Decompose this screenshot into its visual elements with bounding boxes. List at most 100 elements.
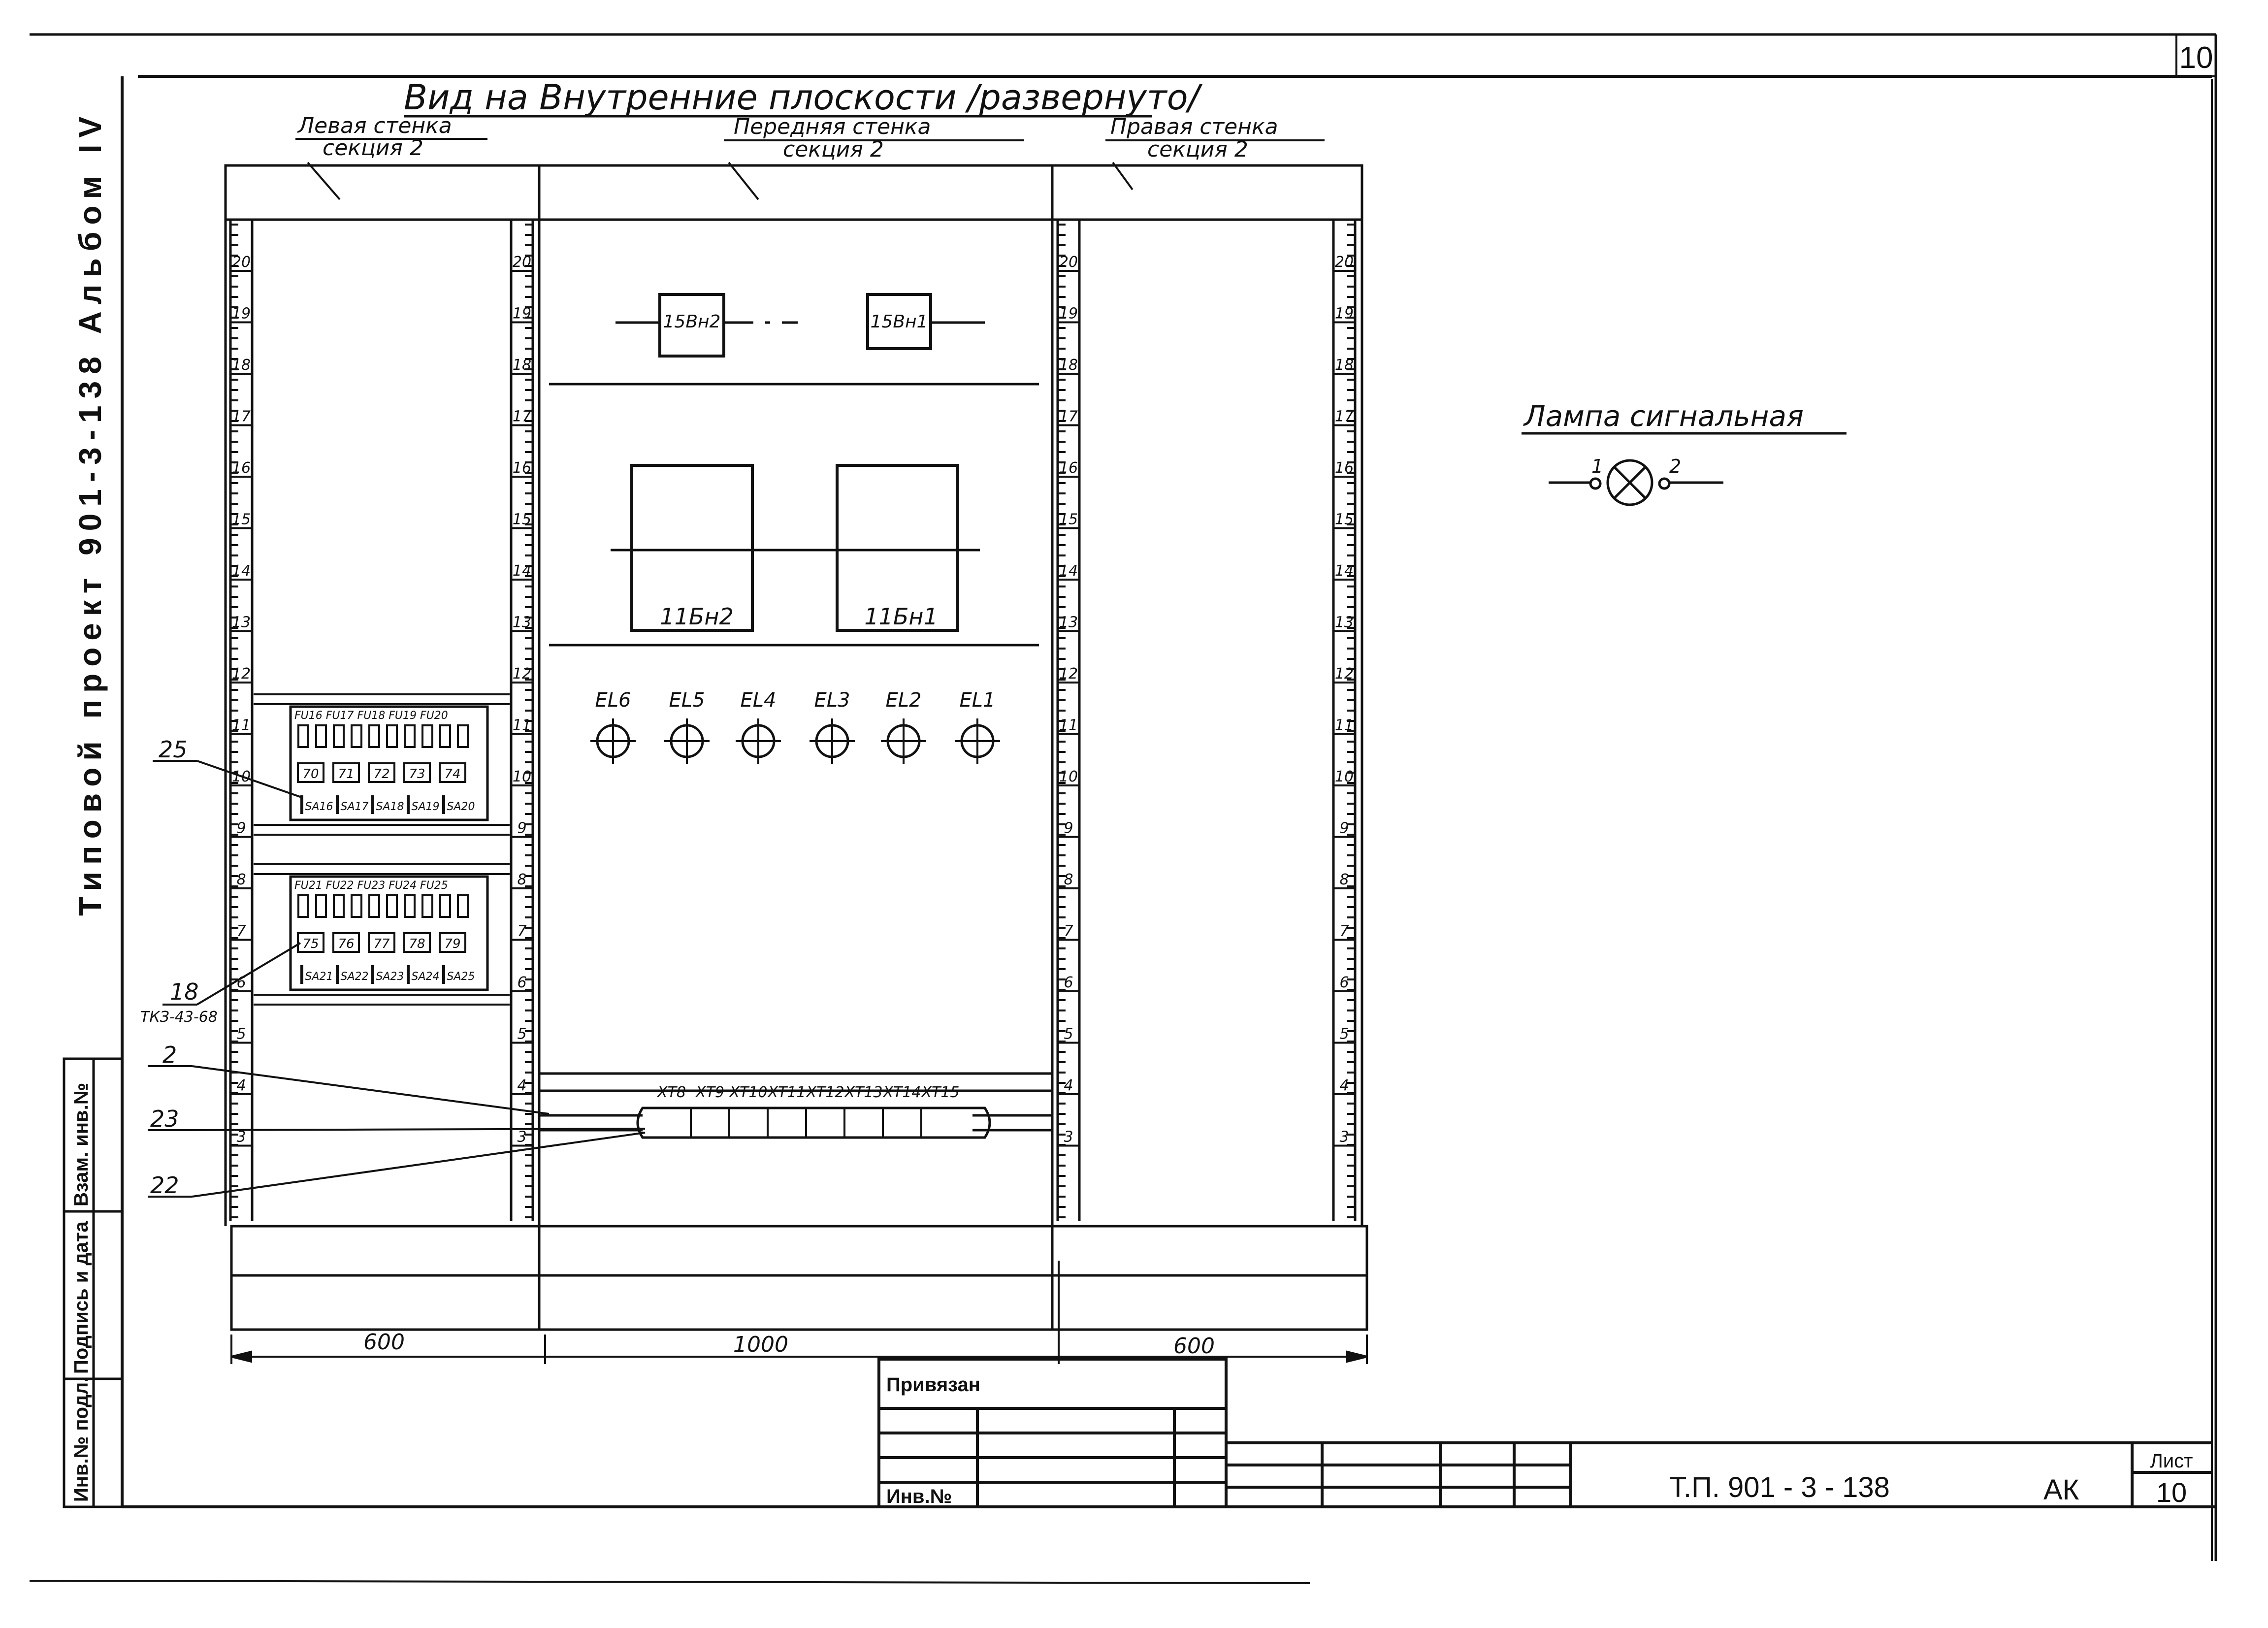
signal-lamp-el5: EL5 xyxy=(664,689,710,764)
block-box-11bn1 xyxy=(836,464,959,632)
dim-right: 600 xyxy=(1173,1334,1215,1359)
callout-2: 2 xyxy=(162,1042,177,1068)
rail-number: 11 xyxy=(1059,717,1078,734)
din-module-number: 74 xyxy=(444,767,460,781)
rail-number: 11 xyxy=(1335,717,1354,734)
left-wall-section: секция 2 xyxy=(323,135,423,161)
terminal-wiring xyxy=(539,1107,1052,1139)
rail-number: 4 xyxy=(236,1077,246,1094)
signal-lamp-el3: EL3 xyxy=(810,689,855,764)
rail-number: 7 xyxy=(517,923,526,940)
legend-pin-2: 2 xyxy=(1669,456,1681,477)
terminal-label: XT8 xyxy=(656,1084,686,1101)
din-module-number: 72 xyxy=(373,767,389,781)
din-fuse-header: FU16 FU17 FU18 FU19 FU20 xyxy=(294,710,448,722)
din-module xyxy=(439,762,466,783)
din-module xyxy=(297,932,324,953)
rail-number: 9 xyxy=(1339,820,1349,837)
rail-number: 7 xyxy=(1064,923,1073,940)
rail-number: 3 xyxy=(1064,1129,1073,1146)
rail-number: 5 xyxy=(1064,1026,1073,1043)
side-table-sign: Подпись и дата xyxy=(70,1221,92,1374)
rail-number: 18 xyxy=(513,357,531,374)
rail-number: 15 xyxy=(1335,511,1354,528)
title-block-grid xyxy=(877,1358,2212,1508)
signal-lamp-el6: EL6 xyxy=(590,689,636,764)
din-module xyxy=(332,762,360,783)
din-module xyxy=(368,762,395,783)
rail-number: 19 xyxy=(513,305,531,323)
rail-number: 5 xyxy=(236,1026,246,1043)
rail-number: 14 xyxy=(513,562,531,580)
fuse-holder xyxy=(297,894,309,918)
dim-left: 600 xyxy=(363,1330,405,1355)
din-switch-label: SA23 xyxy=(376,971,404,983)
rail-number: 6 xyxy=(1064,974,1073,991)
rail-number: 16 xyxy=(1059,459,1078,477)
din-switch-label: SA19 xyxy=(411,801,439,813)
rail-number: 17 xyxy=(232,408,251,425)
rail-number: 17 xyxy=(1059,408,1078,425)
din-module xyxy=(403,762,431,783)
rail-number: 9 xyxy=(1064,820,1073,837)
din-module xyxy=(332,932,360,953)
right-wall-section: секция 2 xyxy=(1147,137,1248,162)
rail-number: 14 xyxy=(1335,562,1354,580)
terminal-xt11: XT11 xyxy=(767,1084,806,1137)
title-stage: АК xyxy=(2043,1474,2079,1506)
block-label-11bn1: 11Бн1 xyxy=(864,603,938,630)
rail-number: 13 xyxy=(1335,614,1354,631)
rail-number: 12 xyxy=(513,665,531,683)
fuse-holder xyxy=(421,724,433,748)
rail-number: 8 xyxy=(1339,871,1349,888)
rail-number: 18 xyxy=(232,357,251,374)
lamp-label: EL1 xyxy=(959,689,995,712)
din-switch-label: SA17 xyxy=(340,801,368,813)
rail-number: 6 xyxy=(517,974,526,991)
rail-number: 8 xyxy=(517,871,526,888)
din-module xyxy=(439,932,466,953)
front-wall-section: секция 2 xyxy=(783,137,884,162)
rail-number: 10 xyxy=(1059,768,1078,785)
cabinet-outline xyxy=(224,164,1368,1331)
rail-number: 8 xyxy=(1064,871,1073,888)
left-wall-pointer xyxy=(307,162,341,200)
switch-divider xyxy=(371,795,374,814)
fuse-holder xyxy=(404,724,416,748)
rail-number: 15 xyxy=(232,511,251,528)
rail-number: 20 xyxy=(1059,254,1078,271)
switch-label-15vn2: 15Вн2 xyxy=(663,312,721,332)
din-switch-label: SA16 xyxy=(305,801,333,813)
terminal-xt9: XT9 xyxy=(690,1084,724,1137)
fuse-holder xyxy=(386,894,398,918)
mounting-rails: 2019181716151413121110987654320191817161… xyxy=(229,220,1357,1221)
fuse-holder xyxy=(439,724,451,748)
rail-number: 3 xyxy=(236,1129,246,1146)
rail-number: 8 xyxy=(236,871,246,888)
lamp-label: EL4 xyxy=(740,689,776,712)
rail-number: 5 xyxy=(517,1026,526,1043)
callout-leaders xyxy=(148,760,646,1198)
fuse-holder xyxy=(457,894,469,918)
terminal-label: XT11 xyxy=(767,1084,806,1101)
terminal-xt10: XT10 xyxy=(728,1084,768,1137)
rail-number: 10 xyxy=(1335,768,1354,785)
callout-25: 25 xyxy=(159,736,188,763)
fuse-holder xyxy=(351,724,362,748)
fuse-holder xyxy=(333,724,345,748)
switch-divider xyxy=(371,965,374,984)
terminal-xt12: XT12 xyxy=(805,1084,844,1137)
callout-tkz: ТКЗ-43-68 xyxy=(140,1009,218,1026)
signal-lamp-el4: EL4 xyxy=(736,689,781,764)
right-wall-title: Правая стенка xyxy=(1110,114,1278,139)
rail-number: 16 xyxy=(232,459,251,477)
din-module xyxy=(297,762,324,783)
side-table xyxy=(63,1057,124,1508)
